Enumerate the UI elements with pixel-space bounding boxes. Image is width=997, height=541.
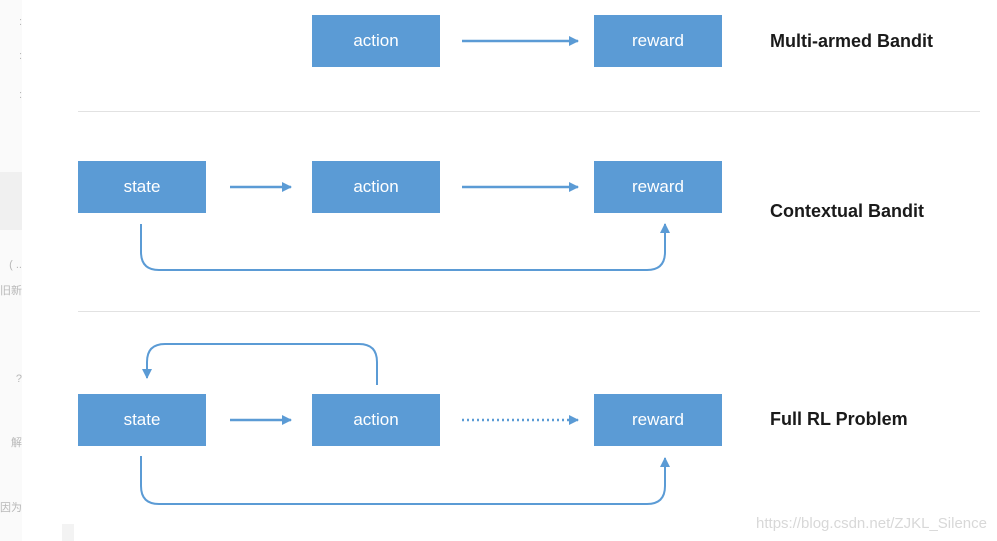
sidebar-fragment: 解 bbox=[11, 437, 22, 449]
loop-action-to-state bbox=[142, 343, 378, 385]
divider bbox=[78, 311, 980, 312]
loop-state-to-reward bbox=[140, 456, 670, 505]
sidebar-fragment: ( .. bbox=[9, 259, 22, 271]
state-box: state bbox=[78, 161, 206, 213]
row-title-contextual-bandit: Contextual Bandit bbox=[770, 201, 925, 221]
action-box: action bbox=[312, 394, 440, 446]
sidebar-fragment: 旧新 bbox=[0, 285, 22, 297]
sidebar-fragment: : bbox=[18, 16, 22, 28]
sidebar-fragment: : bbox=[18, 50, 22, 62]
divider bbox=[78, 111, 980, 112]
page-stub bbox=[62, 524, 74, 541]
action-box: action bbox=[312, 161, 440, 213]
sidebar-fragment: : bbox=[18, 89, 22, 101]
loop-state-to-reward bbox=[140, 223, 670, 271]
sidebar-fragment: 因为 bbox=[0, 502, 22, 514]
row-title-full-rl-problem: Full RL Problem bbox=[770, 409, 908, 429]
state-box: state bbox=[78, 394, 206, 446]
reward-box: reward bbox=[594, 15, 722, 67]
row-title-multi-armed-bandit: Multi-armed Bandit bbox=[770, 31, 934, 51]
sidebar-block bbox=[0, 172, 22, 230]
reward-box: reward bbox=[594, 394, 722, 446]
watermark: https://blog.csdn.net/ZJKL_Silence bbox=[756, 515, 987, 532]
reward-box: reward bbox=[594, 161, 722, 213]
left-sidebar-strip bbox=[0, 0, 22, 541]
action-box: action bbox=[312, 15, 440, 67]
sidebar-fragment: ? bbox=[15, 373, 22, 385]
